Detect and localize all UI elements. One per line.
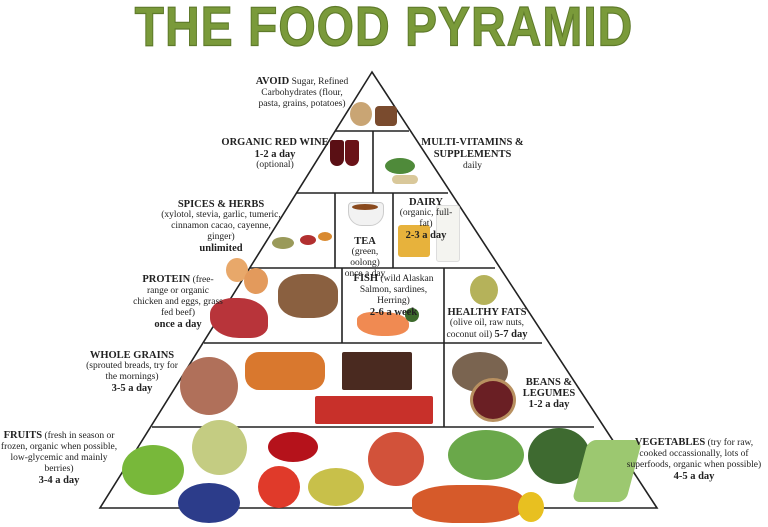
label-tea: TEA (green, oolong) once a day	[337, 236, 393, 280]
fruits-name: FRUITS	[3, 430, 43, 441]
dairy-name: DAIRY	[408, 197, 444, 208]
grains-name: WHOLE GRAINS	[89, 350, 175, 361]
label-fish: FISH (wild Alaskan Salmon, sardines, Her…	[343, 273, 444, 318]
spices-frequency: unlimited	[199, 243, 243, 254]
label-fats: HEALTHY FATS (olive oil, raw nuts, cocon…	[446, 307, 528, 341]
vitamins-name: MULTI-VITAMINS & SUPPLEMENTS	[421, 137, 524, 160]
dairy-frequency: 2-3 a day	[405, 230, 447, 241]
wine-frequency: 1-2 a day	[254, 149, 296, 160]
avoid-name: AVOID	[255, 76, 290, 87]
vegetables-frequency: 4-5 a day	[673, 471, 715, 482]
label-grains: WHOLE GRAINS (sprouted breads, try for t…	[82, 350, 182, 394]
tea-name: TEA	[354, 236, 376, 247]
fats-name: HEALTHY FATS	[447, 307, 527, 318]
fish-name: FISH	[353, 273, 379, 284]
label-vitamins: MULTI-VITAMINS & SUPPLEMENTS daily	[420, 137, 525, 172]
vegetables-detail: (try for raw, cooked occassionally, lots…	[626, 438, 762, 470]
label-avoid: AVOID Sugar, Refined Carbohydrates (flou…	[252, 76, 352, 110]
protein-frequency: once a day	[154, 319, 202, 330]
grains-frequency: 3-5 a day	[111, 383, 153, 394]
vitamins-frequency: daily	[463, 161, 482, 171]
label-fruits: FRUITS (fresh in season or frozen, organ…	[0, 430, 118, 486]
protein-detail: (free-range or organic chicken and eggs,…	[133, 275, 223, 318]
vegetables-name: VEGETABLES	[634, 437, 706, 448]
fats-frequency: 5-7 day	[494, 329, 528, 340]
fish-detail: (wild Alaskan Salmon, sardines, Herring)	[359, 274, 434, 306]
label-beans: BEANS & LEGUMES 1-2 a day	[518, 377, 580, 410]
dairy-detail: (organic, full-fat)	[399, 208, 453, 229]
wine-name: ORGANIC RED WINE	[221, 137, 329, 148]
tea-frequency: once a day	[344, 269, 386, 279]
fats-detail: (olive oil, raw nuts, coconut oil)	[446, 318, 525, 340]
label-protein: PROTEIN (free-range or organic chicken a…	[133, 274, 223, 330]
label-spices: SPICES & HERBS (xylotol, stevia, garlic,…	[160, 199, 282, 254]
grains-detail: (sprouted breads, try for the mornings)	[86, 361, 178, 382]
spices-name: SPICES & HERBS	[177, 199, 265, 210]
avoid-detail: Sugar, Refined Carbohydrates (flour, pas…	[258, 77, 349, 109]
beans-name: BEANS & LEGUMES	[522, 377, 576, 399]
fruits-detail: (fresh in season or frozen, organic when…	[0, 431, 118, 474]
beans-frequency: 1-2 a day	[528, 399, 570, 410]
label-wine: ORGANIC RED WINE 1-2 a day (optional)	[220, 137, 330, 171]
wine-detail: (optional)	[256, 160, 294, 170]
fish-frequency: 2-6 a week	[369, 307, 418, 318]
spices-detail: (xylotol, stevia, garlic, tumeric, cinna…	[161, 210, 281, 242]
fruits-frequency: 3-4 a day	[38, 475, 80, 486]
tea-detail: (green, oolong)	[350, 247, 380, 268]
page-title: THE FOOD PYRAMID	[134, 0, 634, 59]
protein-name: PROTEIN	[142, 274, 191, 285]
label-vegetables: VEGETABLES (try for raw, cooked occassio…	[620, 437, 768, 482]
label-dairy: DAIRY (organic, full-fat) 2-3 a day	[394, 197, 458, 241]
